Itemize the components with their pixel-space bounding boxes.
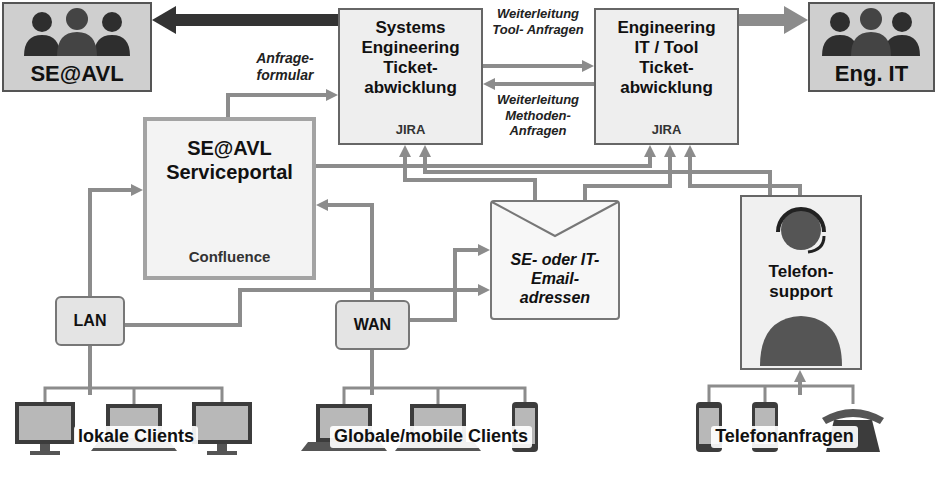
person-head [892,12,912,32]
edge-label: Weiterleitung Methoden- Anfragen [484,92,592,139]
headset-band [778,209,824,232]
connector-arrow [491,82,594,86]
connector-arrow [88,346,92,395]
person-body [851,32,891,56]
email-label: SE- oder IT- Email- adressen [500,251,610,308]
desk-phone-body [826,420,880,452]
local-computers-icon [15,388,252,455]
person-head [32,12,52,32]
monitor-frame [192,402,252,444]
tool-name: Confluence [189,248,271,266]
connector-arrow [90,190,135,296]
laptop-base [395,442,481,451]
portal-name: SE@AVL Serviceportal [155,137,304,184]
person-body [24,35,60,56]
person-head [830,12,850,32]
client-label: lokale Clients [74,426,198,447]
system-name: Engineering IT / Tool Ticket- abwicklung [610,18,723,98]
monitor-screen [19,406,71,440]
connector-arrow [425,153,770,195]
phone-frame [752,402,778,452]
agent-body [760,316,842,366]
desk-phone-handset [822,409,884,424]
network-box: LAN [55,296,125,346]
laptop-screen [320,408,368,438]
laptop-screen [414,408,462,438]
person-head [66,8,88,30]
monitor-base [30,451,60,455]
connector-arrow [228,95,330,117]
person-head [102,12,122,32]
agent-head [781,210,821,250]
envelope-flap [492,202,618,236]
monitor-base [207,451,237,455]
ticket-system-box: Engineering IT / Tool Ticket- abwicklung… [594,8,739,145]
laptop-base [91,442,177,451]
connector-arrow [585,153,670,200]
phone-screen [699,408,719,444]
connector-arrow [483,64,586,68]
connector-arrow [316,153,650,166]
network-label: WAN [354,316,391,335]
ticket-system-box: Systems Engineering Ticket- abwicklungJI… [338,8,483,145]
tool-name: JIRA [652,122,682,137]
wiring-bracket [709,386,853,404]
team-name: SE@AVL [30,61,123,87]
person-body [822,35,858,56]
connector-arrow [324,205,372,300]
monitor-stand [217,444,227,451]
system-name: Systems Engineering Ticket- abwicklung [354,18,467,98]
connector-arrow [690,153,800,195]
monitor-frame [15,402,75,444]
headset-agent-icon [760,209,842,366]
connector-arrow [798,378,802,395]
connector-arrow [370,350,374,395]
team-people-icon [822,8,920,56]
client-group: lokale Clients [5,395,267,479]
telephones-icon [696,386,884,452]
person-body [884,35,920,56]
phone-frame [512,402,538,452]
client-group: Globale/mobile Clients [300,395,562,479]
person-head [860,8,882,30]
portal-box: SE@AVL ServiceportalConfluence [143,117,316,280]
client-label: Globale/mobile Clients [330,426,532,447]
mobile-clients-icon [301,388,538,452]
team-box: SE@AVL [2,2,152,92]
team-people-icon [24,8,130,56]
monitor-stand [40,444,50,451]
laptop-frame [106,404,162,442]
laptop-base [301,442,387,451]
person-body [57,32,97,56]
wiring-bracket [45,388,222,404]
connector-arrow [739,14,794,26]
phone-screen [755,408,775,444]
laptop-frame [410,404,466,442]
connector-arrow [410,250,482,320]
wiring-bracket [344,388,525,404]
client-label: Telefonanfragen [711,426,858,447]
monitor-screen [196,406,248,440]
edge-label: Anfrage- formular [238,50,333,84]
headset-mic [808,236,824,252]
network-label: LAN [74,312,107,331]
laptop-frame [316,404,372,442]
edge-label: Weiterleitung Tool- Anfragen [484,6,592,37]
email-envelope: SE- oder IT- Email- adressen [490,200,620,320]
person-body [94,35,130,56]
support-label: Telefon- support [750,262,852,302]
phone-screen [515,408,535,444]
connector-arrow [166,14,338,26]
phone-frame [696,402,722,452]
team-box: Eng. IT [808,2,935,92]
phone-support-box: Telefon- support [740,195,862,370]
network-box: WAN [335,300,410,350]
tool-name: JIRA [396,122,426,137]
laptop-screen [110,408,158,438]
team-name: Eng. IT [835,61,908,87]
client-group: Telefonanfragen [682,395,887,479]
